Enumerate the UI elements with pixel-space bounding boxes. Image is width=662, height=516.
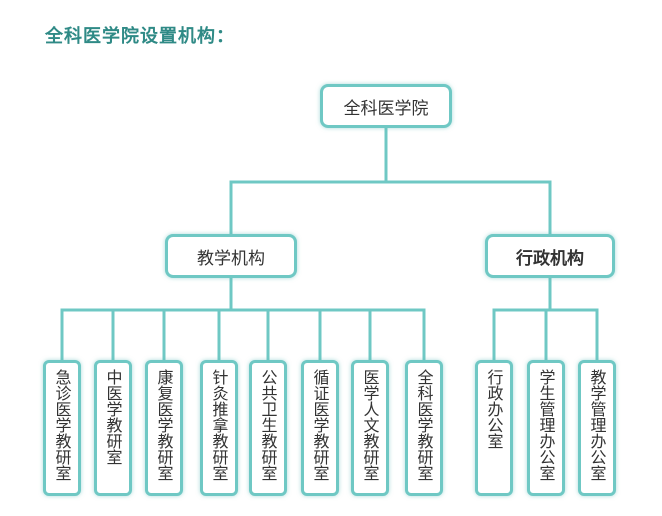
leaf-node-ebm: 循证医学教研室 [301, 360, 339, 496]
root-node: 全科医学院 [320, 84, 452, 128]
branch-node-teaching: 教学机构 [165, 234, 297, 278]
leaf-node-general-practice: 全科医学教研室 [405, 360, 443, 496]
leaf-node-teaching-office: 教学管理办公室 [578, 360, 616, 496]
page-title: 全科医学院设置机构： [45, 26, 235, 47]
leaf-node-public-health: 公共卫生教研室 [249, 360, 287, 496]
leaf-node-acupuncture: 针灸推拿教研室 [200, 360, 238, 496]
leaf-node-admin-office: 行政办公室 [475, 360, 513, 496]
leaf-node-rehab: 康复医学教研室 [145, 360, 183, 496]
leaf-node-emergency: 急诊医学教研室 [43, 360, 81, 496]
leaf-node-student-office: 学生管理办公室 [527, 360, 565, 496]
leaf-node-tcm: 中医学教研室 [94, 360, 132, 496]
branch-node-admin: 行政机构 [485, 234, 615, 278]
leaf-node-humanities: 医学人文教研室 [351, 360, 389, 496]
